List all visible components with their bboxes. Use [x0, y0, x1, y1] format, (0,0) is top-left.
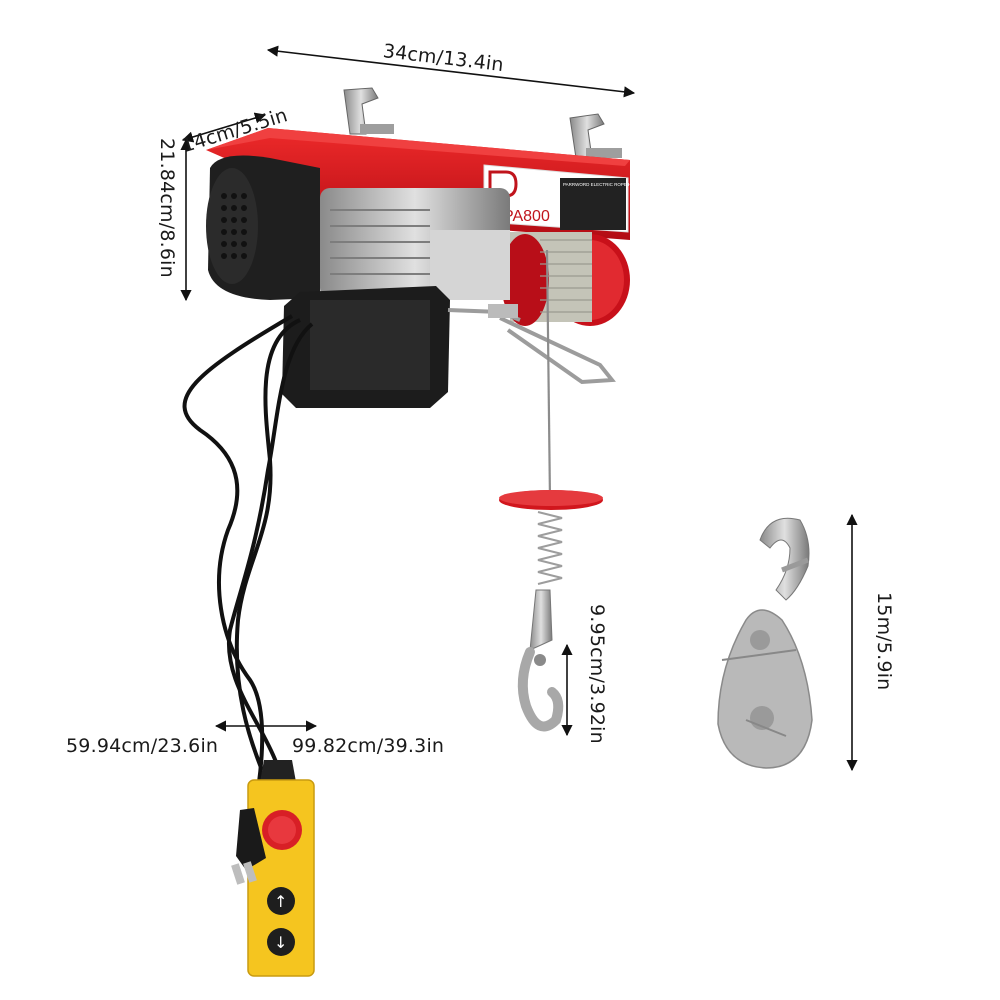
mounting-brackets — [343, 87, 622, 159]
hoist-frame — [206, 128, 630, 240]
spring — [537, 511, 563, 585]
control-box — [282, 286, 450, 408]
dim-cable-long-label: 99.82cm/39.3in — [292, 735, 445, 757]
dim-height-label: 21.84cm/8.6in — [156, 138, 178, 278]
motor-housing — [320, 188, 510, 300]
stopper-disc — [499, 490, 603, 510]
up-arrow-icon[interactable]: ↑ — [274, 892, 287, 911]
model-label: PA800 — [503, 208, 550, 225]
plug-icon — [231, 808, 266, 885]
lifting-hook — [517, 589, 564, 732]
down-arrow-icon[interactable]: ↓ — [274, 933, 287, 952]
dim-hook-label: 9.95cm/3.92in — [586, 604, 608, 744]
pendant-control — [247, 760, 315, 977]
dimension-lines — [180, 45, 858, 772]
dim-cable-short-label: 59.94cm/23.6in — [66, 735, 219, 757]
control-cable — [182, 314, 314, 831]
wire-rope — [545, 249, 552, 501]
motor-fan-cover — [206, 155, 320, 300]
dim-pulley-label: 15m/5.9in — [873, 592, 895, 691]
plate-title: PARRWORD ELECTRIC ROPE HOIST — [563, 182, 642, 187]
rope-drum — [501, 232, 630, 326]
pulley-block — [717, 517, 813, 769]
